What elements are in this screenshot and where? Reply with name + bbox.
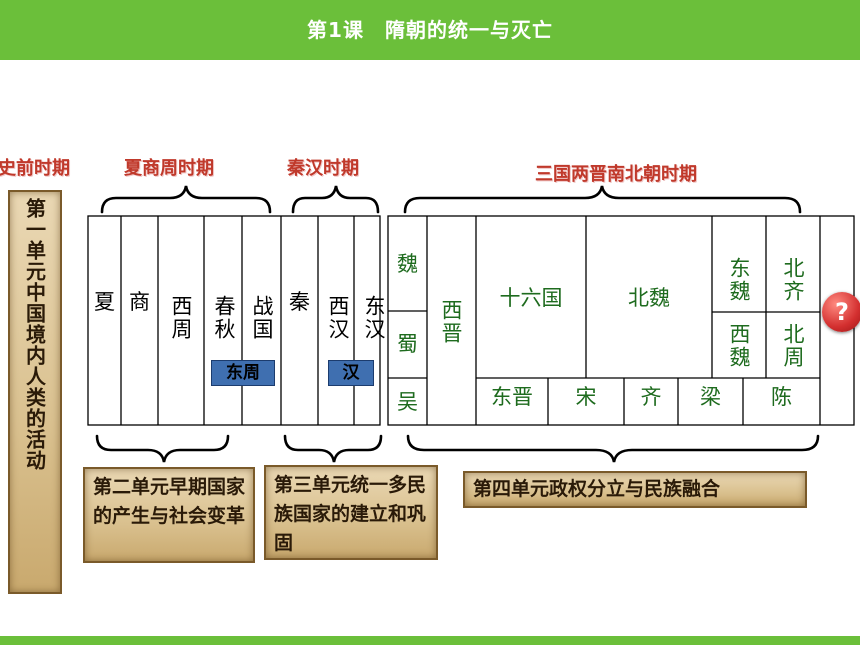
dynasty-xijin: 西晋 (439, 299, 463, 345)
period-prehistoric: 史前时期 (0, 158, 70, 179)
dynasty-qi: 齐 (640, 385, 662, 409)
footer-bar (0, 636, 860, 645)
brace-unit2 (95, 434, 230, 463)
dynasty-chunqiu: 春秋 (212, 295, 236, 341)
brace-xia-shang-zhou (100, 185, 272, 214)
table-left-border (87, 215, 381, 426)
dynasty-wu: 吴 (397, 390, 418, 414)
dynasty-xiwei: 西魏 (727, 323, 751, 369)
header-bar: 第1课 隋朝的统一与灭亡 (0, 0, 860, 60)
dynasty-wei: 魏 (397, 252, 418, 276)
period-xia-shang-zhou: 夏商周时期 (124, 158, 214, 179)
dynasty-shang: 商 (129, 290, 150, 314)
brace-unit4 (406, 434, 820, 463)
dynasty-xihan: 西汉 (326, 295, 350, 341)
dynasty-song: 宋 (575, 385, 597, 409)
dynasty-xizhou: 西周 (169, 295, 193, 341)
dynasty-dongwei: 东魏 (727, 257, 751, 303)
dynasty-beiwei: 北魏 (628, 286, 670, 310)
dynasty-liang: 梁 (700, 385, 721, 409)
dynasty-zhanguo: 战国 (250, 295, 274, 341)
unit1-label: 第一单元中国境内人类的活动 (8, 190, 62, 594)
dynasty-chen: 陈 (771, 385, 792, 409)
tag-han: 汉 (328, 360, 374, 386)
unit2-label: 第二单元早期国家的产生与社会变革 (83, 467, 255, 563)
brace-unit3 (283, 434, 383, 463)
page-title: 第1课 隋朝的统一与灭亡 (307, 18, 553, 42)
help-question-button[interactable]: ? (822, 292, 860, 332)
dynasty-beizhou: 北周 (781, 323, 805, 369)
dynasty-shu: 蜀 (397, 332, 418, 356)
dynasty-qin: 秦 (289, 290, 310, 314)
tag-dongzhou: 东周 (211, 360, 275, 386)
dynasty-beiqi: 北齐 (781, 257, 805, 303)
unit1-text: 第一单元中国境内人类的活动 (22, 198, 47, 471)
brace-qin-han (291, 185, 380, 214)
period-qin-han: 秦汉时期 (287, 158, 359, 179)
unit3-label: 第三单元统一多民族国家的建立和巩固 (264, 465, 438, 560)
unit4-label: 第四单元政权分立与民族融合 (463, 471, 807, 508)
period-three-kingdoms: 三国两晋南北朝时期 (535, 164, 697, 185)
dynasty-donghan: 东汉 (362, 295, 386, 341)
dynasty-xia: 夏 (94, 290, 115, 314)
brace-three-kingdoms (403, 185, 802, 214)
dynasty-shiliuguo: 十六国 (499, 286, 563, 310)
dynasty-dongjin: 东晋 (491, 385, 533, 409)
